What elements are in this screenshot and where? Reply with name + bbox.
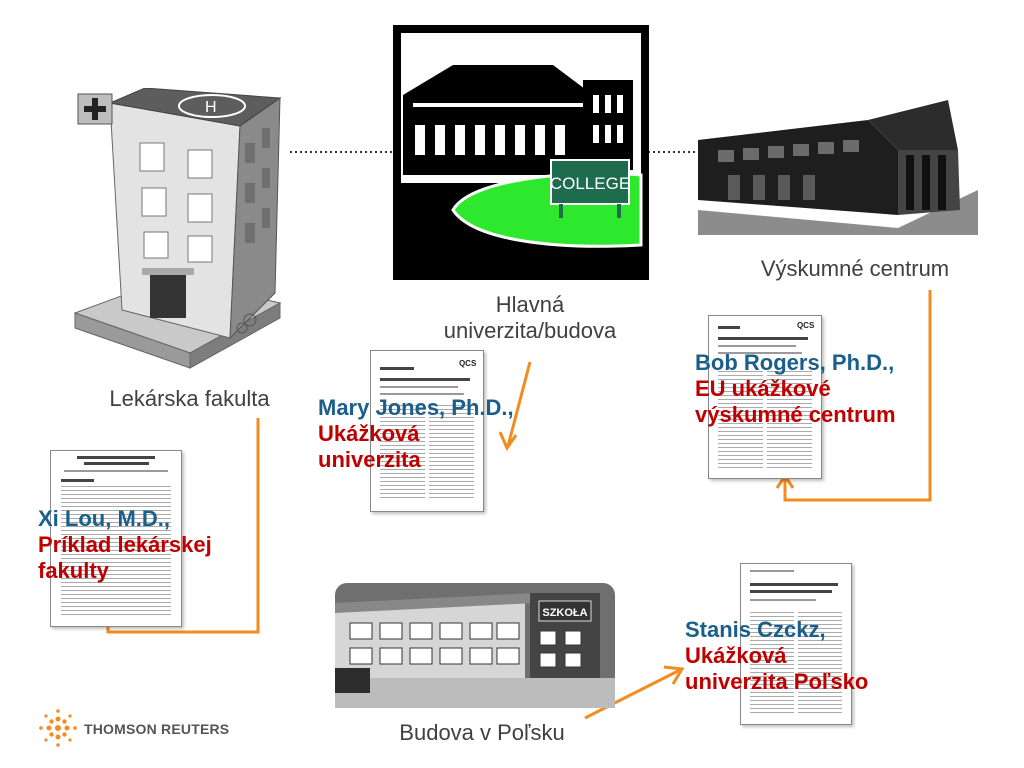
- author-mary: Mary Jones, Ph.D., Ukážková univerzita: [318, 395, 514, 473]
- author-xi-inst-line2: fakulty: [38, 558, 109, 583]
- author-stanis-inst-line1: Ukážková: [685, 643, 787, 668]
- college-sign-text: COLLEGE: [550, 174, 630, 193]
- research-caption: Výskumné centrum: [760, 256, 950, 281]
- xi-document: [50, 450, 182, 627]
- logo-mark-icon: [39, 709, 77, 747]
- bob-doc-badge: QCS: [796, 320, 815, 330]
- connector-college-to-mary: [506, 361, 532, 447]
- svg-text:H: H: [205, 99, 217, 116]
- author-bob-inst-line2: výskumné centrum: [695, 402, 896, 427]
- arrow-mary: [498, 431, 518, 452]
- author-stanis-inst-line2: univerzita Poľsko: [685, 669, 869, 694]
- school-sign-text: SZKOŁA: [542, 607, 587, 619]
- author-bob-name: Bob Rogers, Ph.D.,: [695, 350, 895, 375]
- author-stanis: Stanis Czckz, Ukážková univerzita Poľsko: [685, 617, 868, 695]
- author-mary-inst-line1: Ukážková: [318, 421, 420, 446]
- author-bob-inst-line1: EU ukážkové: [695, 376, 831, 401]
- author-xi-inst-line1: Príklad lekárskej: [38, 532, 212, 557]
- college-image: COLLEGE: [393, 25, 649, 280]
- hospital-building: H: [70, 87, 290, 373]
- college-caption-line2: univerzita/budova: [443, 318, 617, 343]
- author-stanis-name: Stanis Czckz,: [685, 617, 826, 642]
- author-xi-name: Xi Lou, M.D.,: [38, 506, 170, 531]
- research-building: [698, 90, 978, 235]
- arrow-stanis: [663, 665, 685, 685]
- author-bob: Bob Rogers, Ph.D., EU ukážkové výskumné …: [695, 350, 896, 428]
- college-caption: Hlavná univerzita/budova: [400, 292, 660, 344]
- author-mary-name: Mary Jones, Ph.D.,: [318, 395, 514, 420]
- connector-research-to-bob: [783, 290, 932, 502]
- college-caption-line1: Hlavná: [495, 292, 565, 317]
- mary-document: QCS: [370, 350, 484, 512]
- bob-document: QCS: [708, 315, 822, 479]
- hospital-caption: Lekárska fakulta: [109, 386, 270, 411]
- school-building: SZKOŁA: [335, 583, 615, 713]
- mary-doc-badge: QCS: [458, 359, 477, 368]
- stanis-document: [740, 563, 852, 725]
- thomson-reuters-logo: THOMSON REUTERS: [38, 708, 238, 748]
- author-xi: Xi Lou, M.D., Príklad lekárskej fakulty: [38, 506, 212, 584]
- logo-text: THOMSON REUTERS: [84, 721, 230, 737]
- author-mary-inst-line2: univerzita: [318, 447, 421, 472]
- school-caption: Budova v Poľsku: [399, 720, 565, 745]
- connector-school-to-stanis: [584, 668, 681, 720]
